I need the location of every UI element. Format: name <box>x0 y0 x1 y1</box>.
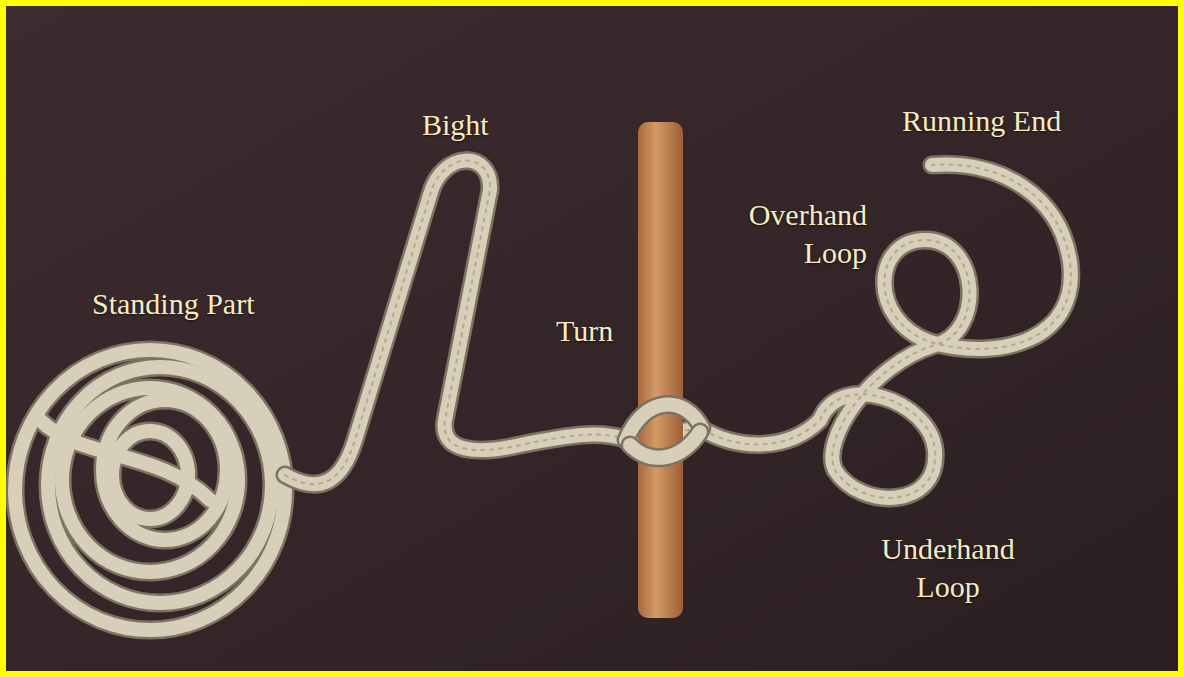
part-label: Overhand Loop <box>715 196 867 272</box>
part-label: Underhand Loop <box>858 530 1038 606</box>
part-label: Turn <box>556 312 613 350</box>
photo-ground: Bight Running EndOverhand LoopStanding Pa… <box>6 6 1178 671</box>
part-label: Bight <box>422 106 489 144</box>
part-label: Standing Part <box>92 285 255 323</box>
part-label: Running End <box>902 102 1061 140</box>
